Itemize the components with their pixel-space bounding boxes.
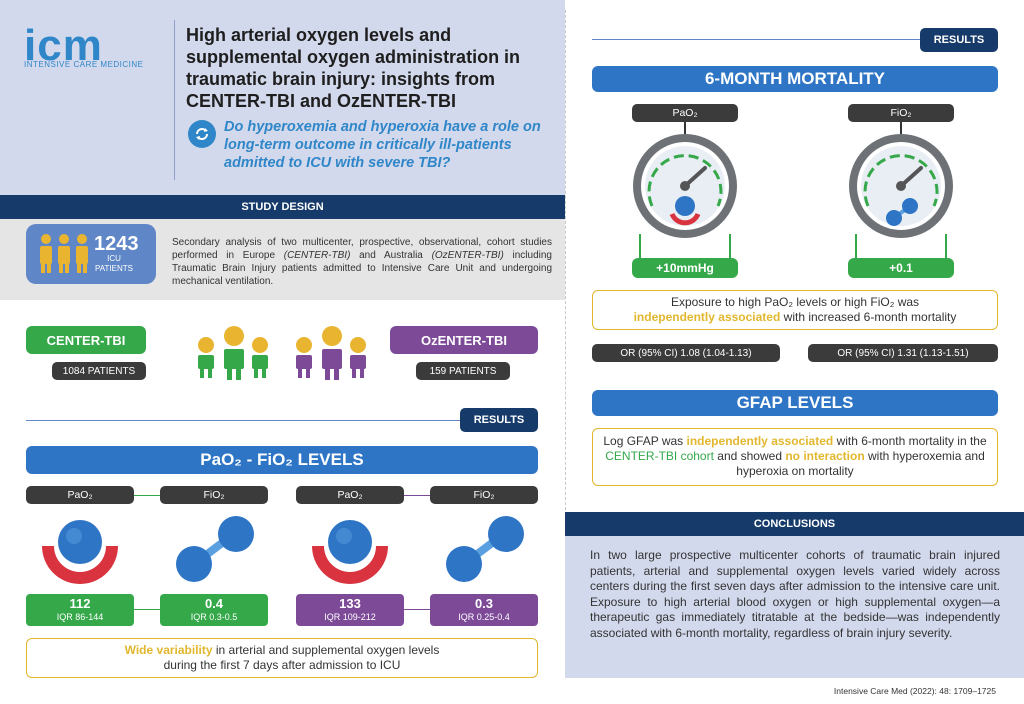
oz-connector-bottom [404, 609, 430, 610]
column-divider [565, 10, 566, 510]
people-icon [38, 233, 90, 280]
or-pao2: OR (95% CI) 1.08 (1.04-1.13) [592, 344, 780, 362]
conclusions-panel [565, 536, 1024, 678]
pao2-change: +10mmHg [632, 258, 738, 278]
center-fio2-label: FiO₂ [160, 486, 268, 504]
study-design-header: STUDY DESIGN [0, 195, 565, 219]
study-design-text: Secondary analysis of two multicenter, p… [172, 237, 552, 287]
center-people-icon [194, 325, 274, 386]
header-panel [0, 0, 565, 195]
gauge-fio2-icon [848, 122, 954, 267]
center-tbi-patients: 1084 PATIENTS [52, 362, 146, 380]
red-cell-icon [308, 512, 392, 589]
oz-fio2-label: FiO₂ [430, 486, 538, 504]
molecule-icon [442, 512, 532, 589]
center-connector-bottom [134, 609, 160, 610]
icm-logo: icm [24, 21, 103, 70]
research-question: Do hyperoxemia and hyperoxia have a role… [224, 119, 541, 171]
conclusions-header: CONCLUSIONS [565, 512, 1024, 536]
gauge-pao2-icon [632, 122, 738, 267]
gauge-fio2-label: FiO₂ [848, 104, 954, 122]
patients-count: 1243 [94, 233, 139, 255]
gfap-finding: Log GFAP was independently associated wi… [592, 428, 998, 486]
oz-pao2-label: PaO₂ [296, 486, 404, 504]
gfap-title: GFAP LEVELS [592, 390, 998, 416]
center-pao2-iqr: IQR 86-144 [56, 612, 104, 622]
center-fio2-value: 0.4 [204, 596, 224, 611]
center-fio2-value-box: 0.4 IQR 0.3-0.5 [160, 594, 268, 626]
oz-pao2-value: 133 [339, 596, 361, 611]
header-divider [174, 20, 175, 180]
center-connector-top [134, 495, 160, 496]
mortality-finding: Exposure to high PaO₂ levels or high FiO… [592, 290, 998, 330]
icm-logo-subtitle: INTENSIVE CARE MEDICINE [24, 60, 144, 69]
center-fio2-iqr: IQR 0.3-0.5 [190, 612, 238, 622]
results-label-right: RESULTS [920, 28, 998, 52]
conclusions-text: In two large prospective multicenter coh… [590, 548, 1000, 640]
oz-fio2-value-box: 0.3 IQR 0.25-0.4 [430, 594, 538, 626]
results-divider-left [26, 420, 466, 421]
ozenter-tbi-label: OzENTER-TBI [390, 326, 538, 354]
levels-title: PaO₂ - FiO₂ LEVELS [26, 446, 538, 474]
mortality-title: 6-MONTH MORTALITY [592, 66, 998, 92]
results-label-left: RESULTS [460, 408, 538, 432]
refresh-icon [188, 120, 216, 148]
ozenter-tbi-patients: 159 PATIENTS [416, 362, 510, 380]
oz-fio2-iqr: IQR 0.25-0.4 [458, 612, 510, 622]
molecule-icon [172, 512, 262, 589]
variability-note: Wide variability in arterial and supplem… [26, 638, 538, 678]
red-cell-icon [38, 512, 122, 589]
oz-pao2-value-box: 133 IQR 109-212 [296, 594, 404, 626]
center-pao2-label: PaO₂ [26, 486, 134, 504]
center-pao2-value-box: 112 IQR 86-144 [26, 594, 134, 626]
oz-fio2-value: 0.3 [474, 596, 494, 611]
gauge-pao2-label: PaO₂ [632, 104, 738, 122]
center-pao2-value: 112 [69, 596, 91, 611]
citation: Intensive Care Med (2022): 48: 1709–1725 [833, 686, 996, 696]
page-title: High arterial oxygen levels and suppleme… [186, 25, 521, 111]
fio2-change: +0.1 [848, 258, 954, 278]
oz-connector-top [404, 495, 430, 496]
results-divider-right [592, 39, 922, 40]
oz-pao2-iqr: IQR 109-212 [324, 612, 376, 622]
or-fio2: OR (95% CI) 1.31 (1.13-1.51) [808, 344, 998, 362]
ozenter-people-icon [292, 325, 372, 386]
center-tbi-label: CENTER-TBI [26, 326, 146, 354]
patients-label: ICU PATIENTS [95, 254, 133, 273]
